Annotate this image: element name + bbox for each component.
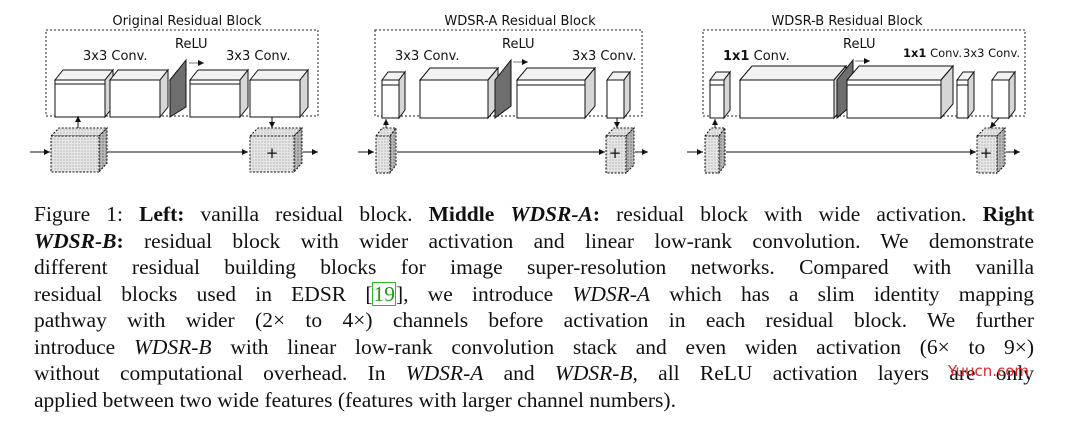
- dashed-frame: [45, 29, 319, 117]
- conv-suffix: Conv.: [926, 46, 962, 60]
- middle-label: Middle: [428, 202, 511, 226]
- caption-text: introduce: [34, 334, 134, 359]
- panel-title: Original Residual Block: [112, 14, 262, 29]
- output-feature-cube: [248, 126, 304, 174]
- caption-text: , all ReLU activation layers are only: [632, 361, 1035, 385]
- wdsr-b-label: WDSR-B: [34, 228, 117, 253]
- caption-line: Figure 1: Left: vanilla residual block. …: [34, 201, 1034, 228]
- panel-title: WDSR-A Residual Block: [444, 14, 596, 29]
- caption-line: different residual building blocks for i…: [34, 255, 1034, 279]
- wdsr-a-term: WDSR-A: [572, 281, 651, 306]
- caption-text: and: [483, 361, 555, 385]
- caption-text: ], we introduce: [395, 281, 573, 306]
- slim-feature-cube: [381, 70, 406, 120]
- input-feature-cube: [49, 126, 109, 174]
- conv-label-left: 3x3 Conv.: [395, 49, 459, 64]
- wdsr-b-term: WDSR-B: [133, 334, 212, 359]
- input-feature-cube: [704, 126, 726, 175]
- relu-label: ReLU: [843, 37, 876, 52]
- feature-cube: [53, 68, 115, 119]
- conv-label-right-a: 1x1 Conv.: [903, 46, 962, 60]
- figure-caption: Figure 1: Left: vanilla residual block. …: [34, 201, 1034, 413]
- conv-suffix: Conv.: [749, 49, 789, 64]
- dashed-frame: [374, 29, 643, 117]
- feature-cube: [188, 68, 250, 119]
- left-label: Left:: [139, 202, 185, 226]
- conv-label-left: 3x3 Conv.: [83, 49, 147, 64]
- panel-title: WDSR-B Residual Block: [771, 14, 923, 29]
- caption-line: applied between two wide features (featu…: [34, 387, 676, 412]
- output-feature-cube: [604, 126, 636, 175]
- wdsr-a-term: WDSR-A: [405, 361, 484, 385]
- add-sign: +: [980, 144, 993, 162]
- panel-wdsr-a: WDSR-A Residual Block 3x3 Conv. ReLU 3x3…: [358, 14, 648, 175]
- caption-line: pathway with wider (2× to 4×) channels b…: [34, 308, 1034, 332]
- caption-line: WDSR-B: residual block with wider activa…: [34, 228, 1034, 255]
- caption-line: residual blocks used in EDSR [19], we in…: [34, 281, 1034, 308]
- watermark: Yuucn.com: [948, 362, 1030, 380]
- add-sign: +: [609, 144, 622, 162]
- wide-feature-cube: [515, 66, 597, 120]
- caption-text: vanilla residual block.: [184, 202, 429, 226]
- panel-wdsr-b: WDSR-B Residual Block 1x1 Conv. ReLU 1x1…: [687, 14, 1026, 175]
- citation-link[interactable]: 19: [372, 281, 396, 306]
- caption-text: which has a slim identity mapping: [650, 281, 1034, 306]
- feature-cube: [108, 68, 170, 119]
- slim-feature-cube: [606, 70, 631, 120]
- conv-label-right: 3x3 Conv.: [572, 49, 636, 64]
- caption-text: residual blocks used in EDSR [: [34, 281, 373, 306]
- wider-feature-cube: [738, 64, 848, 120]
- wdsr-b-term: WDSR-B: [554, 361, 633, 385]
- conv-label-right: 3x3 Conv.: [226, 49, 290, 64]
- caption-text: without computational overhead. In: [34, 361, 406, 385]
- caption-line: without computational overhead. In WDSR-…: [34, 360, 1034, 387]
- conv-label-left: 1x1 Conv.: [723, 49, 790, 64]
- relu-layer: [168, 58, 188, 118]
- colon: :: [592, 202, 601, 226]
- figure-diagram: Original Residual Block 3x3 Conv. ReLU 3…: [30, 14, 1026, 175]
- caption-text: with linear low-rank convolution stack a…: [211, 334, 1034, 359]
- conv-kernel-1x1: 1x1: [903, 46, 926, 60]
- slim-feature-cube: [709, 70, 731, 120]
- wdsr-a-label: WDSR-A: [510, 202, 593, 226]
- slim-feature-cube: [956, 70, 975, 120]
- add-sign: +: [266, 144, 279, 162]
- right-label: Right: [982, 202, 1034, 226]
- feature-cube: [248, 68, 310, 119]
- slim-feature-cube: [991, 70, 1016, 120]
- caption-text: residual block with wide activation.: [600, 202, 983, 226]
- wider-feature-cube: [845, 64, 955, 120]
- colon: :: [116, 228, 124, 253]
- input-feature-cube: [375, 126, 397, 175]
- relu-label: ReLU: [502, 37, 535, 52]
- panel-original: Original Residual Block 3x3 Conv. ReLU 3…: [30, 14, 319, 174]
- relu-label: ReLU: [175, 37, 208, 52]
- wide-feature-cube: [418, 66, 500, 120]
- caption-line: introduce WDSR-B with linear low-rank co…: [34, 334, 1034, 361]
- conv-kernel-1x1: 1x1: [723, 49, 749, 64]
- caption-text: residual block with wider activation and…: [123, 228, 1034, 253]
- relu-layer: [494, 58, 512, 119]
- figure-label: Figure 1:: [34, 202, 140, 226]
- output-feature-cube: [975, 126, 1007, 175]
- conv-label-right-b: 3x3 Conv.: [963, 46, 1020, 60]
